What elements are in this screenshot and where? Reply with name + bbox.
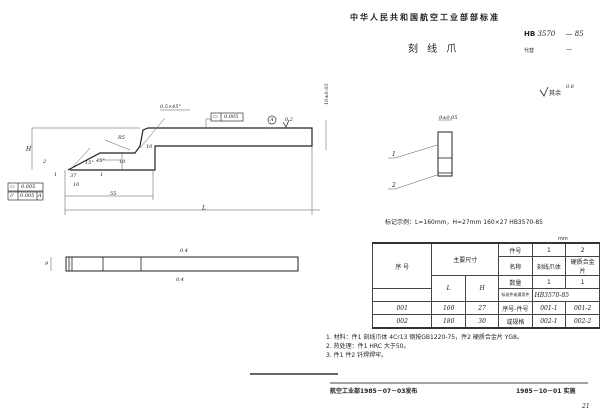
tol-frame-row2-symbol: // bbox=[10, 193, 14, 199]
side-label-1: 1 bbox=[392, 151, 396, 158]
marking-example: 标记示例：L=160mm，H=27mm 160×27 HB3570-85 bbox=[385, 219, 544, 226]
name-label: 名称 bbox=[498, 256, 533, 276]
dim-1b: 1 bbox=[100, 172, 104, 178]
code-prefix: HB bbox=[524, 30, 536, 38]
dim-55: 55 bbox=[110, 191, 117, 197]
qty-2: 1 bbox=[565, 275, 600, 289]
datum-label: A bbox=[270, 117, 274, 123]
footer-issued: 航空工业部1985－07－03发布 bbox=[330, 388, 418, 395]
top-view-dim-9: 9 bbox=[45, 261, 49, 267]
dim-10-mid: 10 bbox=[119, 159, 126, 165]
col-main-dims-header: 主要尺寸 bbox=[431, 242, 500, 276]
std-label: 标准件或通用件 bbox=[498, 288, 533, 302]
dim-H: H bbox=[26, 146, 32, 153]
dim-37: 37 bbox=[70, 173, 77, 179]
doc-title: 刻 线 爪 bbox=[408, 44, 460, 55]
surface-note-roughness: 0.8 bbox=[566, 84, 574, 90]
col-H-header: H bbox=[464, 275, 500, 302]
top-view-roughness-top: 0.4 bbox=[180, 248, 188, 254]
col-L-header: L bbox=[431, 275, 466, 302]
top-view-roughness-bottom: 0.4 bbox=[176, 277, 184, 283]
name-1: 刻线爪体 bbox=[531, 256, 567, 276]
flatness-symbol: ▭ bbox=[213, 114, 218, 120]
table-row: 001 160 27 序号-件号 001-1 001-2 bbox=[371, 301, 600, 315]
spec-table: 序 号 主要尺寸 件号 1 2 名称 刻线爪体 硬质合金片 L H 数量 1 1… bbox=[371, 242, 600, 329]
code-year: — 85 bbox=[565, 30, 584, 38]
note-2: 2. 热处理：件1 HRC 大于50。 bbox=[326, 343, 410, 350]
page-number: 21 bbox=[582, 403, 590, 410]
side-label-2: 2 bbox=[392, 182, 396, 189]
tol-frame-row1-symbol: ▭ bbox=[10, 184, 15, 190]
org-title: 中华人民共和国航空工业部部标准 bbox=[350, 13, 500, 22]
angle-15: 15° bbox=[85, 160, 94, 166]
code-number: 3570 bbox=[537, 30, 556, 38]
surface-note-label: 其余 bbox=[549, 90, 562, 97]
dim-2: 2 bbox=[43, 159, 47, 165]
tol-frame-row1-value: 0.005 bbox=[21, 184, 36, 190]
sub-label: 序号-件号 bbox=[498, 301, 533, 315]
qty-label: 数量 bbox=[498, 275, 533, 289]
radius-label: R5 bbox=[118, 135, 125, 141]
dim-10-right: 10 bbox=[146, 144, 153, 150]
dim-10-bottom: 10 bbox=[73, 182, 80, 188]
chamfer-label: 0.5×45° bbox=[160, 104, 182, 110]
part-no-1: 1 bbox=[531, 242, 567, 257]
height-tol-label: 10±0.05 bbox=[324, 83, 330, 105]
table-row: 002 180 30 或规格 002-1 002-2 bbox=[371, 314, 600, 329]
tol-frame-row2-value: 0.005 bbox=[20, 193, 35, 199]
angle-45: 45° bbox=[96, 158, 105, 164]
part-no-2: 2 bbox=[565, 242, 600, 257]
main-profile bbox=[67, 127, 313, 171]
footer-effective: 1985－10－01 实施 bbox=[516, 388, 576, 395]
col-seq-header: 序 号 bbox=[371, 242, 433, 289]
note-3: 3. 件1 件2 钎焊焊牢。 bbox=[326, 352, 388, 359]
name-2: 硬质合金片 bbox=[565, 256, 600, 276]
std-value: HB3570-85 bbox=[531, 288, 600, 302]
dim-1a: 1 bbox=[54, 172, 58, 178]
table-unit: mm bbox=[558, 236, 568, 242]
roughness-top: 0.2 bbox=[285, 117, 293, 123]
flatness-tol-value: 0.005 bbox=[224, 114, 239, 120]
note-1: 1. 材料：件1 刻线爪体 4Cr13 钢按GB1220-75，件2 硬质合金片… bbox=[326, 334, 523, 341]
standard-code: HB 3570 — 85 bbox=[524, 30, 584, 38]
sub-label-2: 或规格 bbox=[498, 314, 533, 329]
technical-notes: 1. 材料：件1 刻线爪体 4Cr13 钢按GB1220-75，件2 硬质合金片… bbox=[326, 333, 523, 360]
replaces-label: 代替 bbox=[524, 48, 535, 54]
dim-L: L bbox=[202, 205, 206, 212]
replaces-value: — bbox=[566, 46, 572, 53]
qty-1: 1 bbox=[531, 275, 567, 289]
tol-frame-row2-datum: A bbox=[38, 193, 42, 199]
side-width-dim: 9±0.05 bbox=[439, 115, 458, 121]
part-no-label: 件号 bbox=[498, 242, 533, 257]
